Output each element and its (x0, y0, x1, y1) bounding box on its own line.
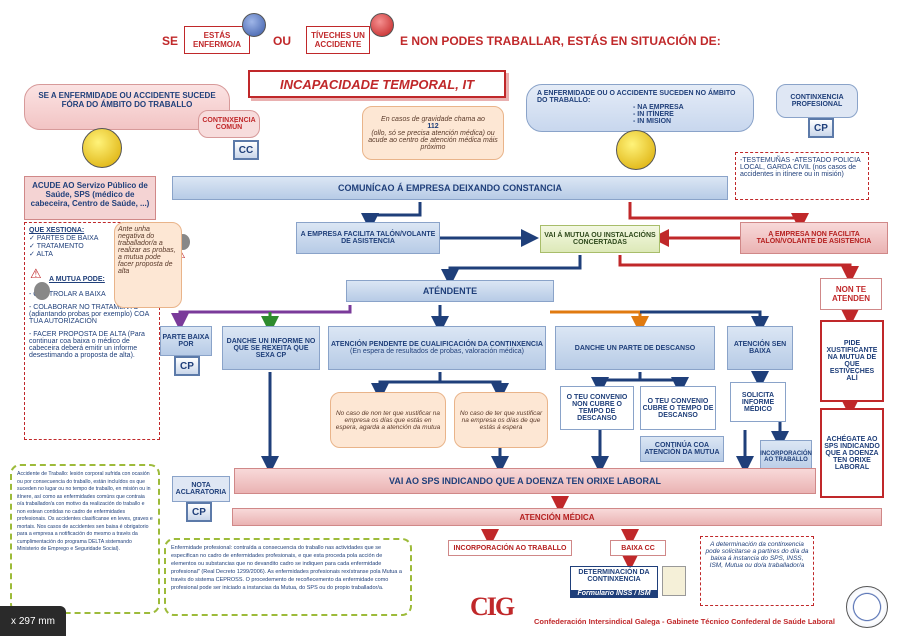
header-tail: E NON PODES TRABALLAR, ESTÁS EN SITUACIÓ… (400, 34, 721, 48)
cp-button[interactable]: CP (808, 118, 834, 138)
cc-button[interactable]: CC (233, 140, 259, 160)
formulario-label: Formulario INSS / ISM (571, 590, 657, 597)
convenio-cubre: O TEU CONVENIO CUBRE O TEMPO DE DESCANSO (640, 386, 716, 430)
mutua-box: VAI Á MUTUA OU INSTALACIÓNS CONCERTADAS (540, 225, 660, 253)
it-title: INCAPACIDADE TEMPORAL, IT (248, 70, 506, 98)
witness-note: -TESTEMUÑAS -ATESTADO POLICIA LOCAL, GAR… (735, 152, 869, 200)
emergency-number: 112 (427, 122, 439, 130)
facilita-left: A EMPRESA FACILITA TALÓN/VOLANTE DE ASIS… (296, 222, 440, 254)
header-sick-box: ESTÁS ENFERMO/A (184, 26, 250, 54)
check-label: PARTES DE BAIXA (36, 235, 99, 242)
atencion-medica-bar: ATENCIÓN MÉDICA (232, 508, 882, 526)
check-item: ✓ PARTES DE BAIXA (29, 235, 99, 242)
determinacion-box: DETERMINACIÓN DA CONTINXENCIA Formulario… (570, 566, 658, 598)
worried-face-icon (82, 128, 122, 168)
facilita-right: A EMPRESA NON FACILITA TALÓN/VOLANTE DE … (740, 222, 888, 254)
mutua-item: - COLABORAR NO TRATAMENTO (adiantando pr… (29, 304, 149, 325)
mutua-item: - FACER PROPOSTA DE ALTA (Para continuar… (29, 331, 145, 359)
check-item: ✓ TRATAMENTO (29, 243, 84, 250)
right-cloud-item: - IN MISION (633, 118, 672, 125)
pendente-title: ATENCIÓN PENDENTE DE CUALIFICACIÓN DA CO… (331, 341, 543, 348)
parte-baixa-box: PARTE BAIXA POR (160, 326, 212, 356)
cig-logo: CIG (470, 592, 515, 621)
baixa-cc-box: BAIXA CC (610, 540, 666, 556)
achegate-sps: ACHÉGATE AO SPS INDICANDO QUE A DOENZA T… (820, 408, 884, 498)
pendente-box: ATENCIÓN PENDENTE DE CUALIFICACIÓN DA CO… (328, 326, 546, 370)
enfermidade-note: Enfermidade profesional: contraída a con… (164, 538, 412, 616)
pendente-sub: (En espera de resultados de probas, valo… (350, 348, 524, 355)
check-item: ✓ ALTA (29, 251, 53, 258)
header-se: SE (162, 34, 179, 48)
informe-box: DANCHE UN INFORME NO QUE SE REXEITA QUE … (222, 326, 320, 370)
incorporacion-box: INCORPORACIÓN AO TRABALLO (448, 540, 572, 556)
left-panel: QUE XESTIONA: ✓ PARTES DE BAIXA ✓ TRATAM… (24, 222, 160, 440)
warning-icon: ⚠ (30, 266, 42, 281)
sen-baixa-box: ATENCIÓN SEN BAIXA (727, 326, 793, 370)
nota-label: NOTA ACLARATORIA (172, 476, 230, 502)
vai-sps-bar: VAI AO SPS INDICANDO QUE A DOENZA TEN OR… (234, 468, 816, 494)
solicita-box: SOLICITA INFORME MÉDICO (730, 382, 786, 422)
descanso-box: DANCHE UN PARTE DE DESCANSO (555, 326, 715, 370)
mutua-item: - CONTROLAR A BAIXA (29, 291, 106, 298)
cc-label: CONTINXENCIA COMÚN (198, 110, 260, 138)
mutua-pode-heading: A MUTUA PODE: (49, 276, 105, 283)
worker-figure-icon (34, 282, 50, 300)
xestiona-heading: QUE XESTIONA: (29, 227, 85, 234)
emergency-note: En casos de gravidade chama ao 112 (ollo… (362, 106, 504, 160)
saude-laboral-seal-icon (846, 586, 888, 628)
scale-tag: x 297 mm (0, 606, 66, 636)
right-cloud-item: - NA EMPRESA (633, 104, 684, 111)
ter-note: No caso de ter que xustificar na empresa… (454, 392, 548, 448)
continua-box: CONTINÚA COA ATENCIÓN DA MUTUA (640, 436, 724, 462)
left-cloud: SE A ENFERMIDADE OU ACCIDENTE SUCEDE FÓR… (24, 84, 230, 130)
footer-text: Confederación Intersindical Galega - Gab… (534, 617, 835, 626)
determinacion-note: A determinación da continxencia pode sol… (700, 536, 814, 606)
communicate-bar: COMUNÍCAO Á EMPRESA DEIXANDO CONSTANCIA (172, 176, 728, 200)
emergency-line1: En casos de gravidade chama ao (381, 115, 485, 123)
atendente-bar: ATÉNDENTE (346, 280, 554, 302)
form-document-icon (662, 566, 686, 596)
sps-title: ACUDE AO Servizo Público de Saúde, SPS (… (24, 176, 156, 220)
angry-face-icon (370, 13, 394, 37)
non-ter-note: No caso de non ter que xustificar na emp… (330, 392, 446, 448)
check-label: ALTA (36, 251, 53, 258)
determinacion-label: DETERMINACIÓN DA CONTINXENCIA (578, 569, 650, 583)
non-te-atenden: NON TE ATENDEN (820, 278, 882, 310)
cp-button[interactable]: CP (186, 502, 212, 522)
refusal-note: Ante unha negativa do traballador/a a re… (114, 222, 182, 308)
emergency-line2: (ollo, só se precisa atención médica) ou… (368, 129, 498, 151)
cp-label: CONTINXENCIA PROFESIONAL (776, 84, 858, 118)
accidente-note: Accidente de Traballo: lesión corporal s… (10, 464, 160, 614)
convenio-non-cubre: O TEU CONVENIO NON CUBRE O TEMPO DE DESC… (560, 386, 634, 430)
sad-face-icon (242, 13, 266, 37)
worried-face-icon (616, 130, 656, 170)
header-accident-box: TÍVECHES UN ACCIDENTE (306, 26, 370, 54)
right-cloud-head: A ENFERMIDADE OU O ACCIDENTE SUCEDEN NO … (537, 90, 736, 104)
right-cloud-item: - IN ITÍNERE (633, 111, 674, 118)
cp-button[interactable]: CP (174, 356, 200, 376)
pide-xustificante: PIDE XUSTIFICANTE NA MUTUA DE QUE ESTIVE… (820, 320, 884, 402)
header-ou: OU (273, 34, 291, 48)
right-cloud: A ENFERMIDADE OU O ACCIDENTE SUCEDEN NO … (526, 84, 754, 132)
check-label: TRATAMENTO (36, 243, 84, 250)
